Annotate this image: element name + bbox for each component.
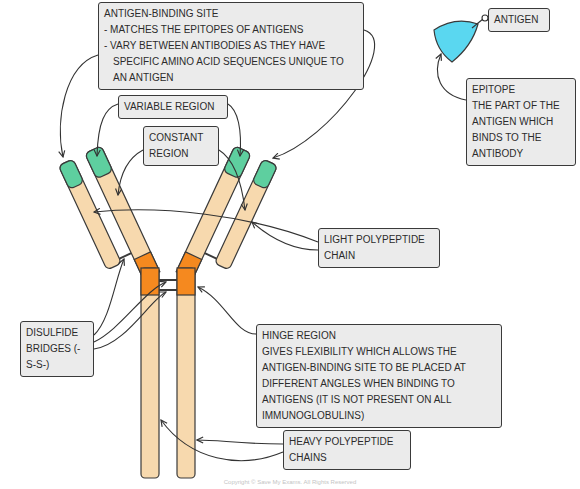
leader-line [60,55,98,157]
leader-line [198,287,256,334]
leader-line [94,210,318,242]
heavy-chain-stem [177,268,195,478]
leader-line [228,104,241,156]
box-heading: VARIABLE REGION [124,99,222,115]
variable-region [58,159,83,189]
variable-region [252,159,277,189]
leader-line [437,54,466,100]
heavy-chain [85,146,160,280]
leader-line [94,292,166,349]
leader-line [219,150,245,210]
disulfide-bridge [120,253,132,259]
leader-line [197,440,283,444]
box-text: GIVES FLEXIBILITY WHICH ALLOWS THE ANTIG… [262,344,496,424]
box-heading: CONSTANT REGION [149,130,213,162]
variable-region [85,146,113,179]
box-heading: HEAVY POLYPEPTIDE CHAINS [289,434,405,466]
box-heading: ANTIGEN-BINDING SITE [104,6,358,22]
box-heading: ANTIGEN [494,12,544,28]
heavy-arm-left [85,146,160,280]
box-heading: EPITOPE [472,82,570,98]
label-box: DISULFIDE BRIDGES (-S-S-) [20,321,94,377]
leader-line [94,282,166,342]
disulfide-bridge [159,289,177,291]
callout-box: HINGE REGIONGIVES FLEXIBILITY WHICH ALLO… [256,324,502,428]
label-box: ANTIGEN [488,8,550,32]
heavy-chain [176,146,251,280]
hinge-region [177,268,195,295]
box-text: - VARY BETWEEN ANTIBODIES AS THEY HAVE S… [104,38,358,86]
leader-line [252,222,318,250]
callout-box: ANTIGEN-BINDING SITE- MATCHES THE EPITOP… [98,2,364,90]
disulfide-bridge [159,279,177,281]
label-box: LIGHT POLYPEPTIDE CHAIN [318,228,440,268]
leader-line [97,104,118,156]
callout-box: EPITOPETHE PART OF THE ANTIGEN WHICH BIN… [466,78,576,166]
disulfide-bridge [205,253,217,259]
heavy-arm-right [176,146,251,280]
leader-line [118,150,143,195]
box-text: - MATCHES THE EPITOPES OF ANTIGENS [104,22,358,38]
label-box: VARIABLE REGION [118,95,228,119]
hinge-region [141,268,159,295]
label-box: CONSTANT REGION [143,126,219,166]
box-heading: DISULFIDE BRIDGES (-S-S-) [26,325,88,373]
box-heading: HINGE REGION [262,328,496,344]
box-heading: LIGHT POLYPEPTIDE CHAIN [324,232,434,264]
watermark: Copyright © Save My Exams. All Rights Re… [0,479,580,485]
label-box: HEAVY POLYPEPTIDE CHAINS [283,430,411,470]
leader-line [472,19,483,28]
box-text: THE PART OF THE ANTIGEN WHICH BINDS TO T… [472,98,570,162]
